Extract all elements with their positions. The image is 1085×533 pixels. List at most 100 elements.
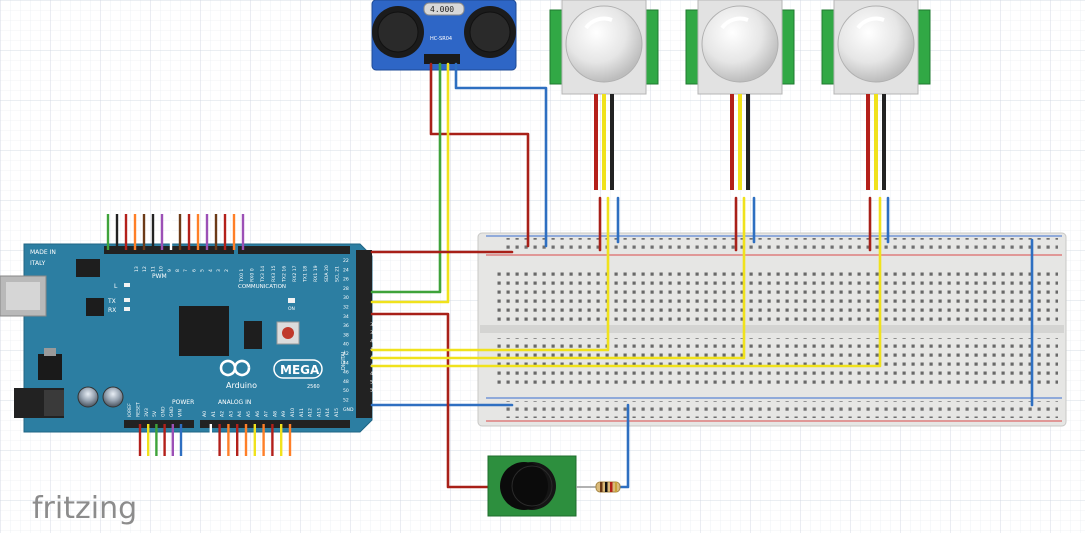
pwm-pin-label-4: 9 [167, 269, 173, 272]
atmega-chip [179, 306, 229, 356]
comm-pin-label-5: RX2 17 [292, 265, 298, 282]
analog-pin-label-10: A10 [290, 408, 296, 417]
l-led [124, 283, 130, 287]
ultrasonic-sensor[interactable]: 4.000 HC-SR04 [371, 0, 517, 71]
icsp-header [244, 321, 262, 349]
side-pin-label-13: 48 [343, 379, 349, 385]
pir-dome-icon [565, 5, 643, 83]
side-pin-label-11: 44 [343, 360, 349, 366]
pwm-pin-label-9: 4 [208, 269, 214, 272]
pir-sensor-1[interactable] [549, 0, 659, 190]
comm-pin-label-4: TX2 16 [281, 266, 287, 283]
analog-pin-label-14: A14 [325, 408, 331, 417]
pir-dome-highlight [856, 16, 885, 30]
pwm-pin-label-1: 12 [142, 266, 148, 272]
comm-pin-label-3: RX3 15 [271, 265, 277, 282]
wire-resistor-gnd[interactable] [616, 403, 630, 489]
digital-side-header [356, 250, 372, 418]
wire-pir3-signal[interactable] [370, 196, 882, 368]
comm-pin-label-9: SCL 21 [334, 266, 340, 282]
power-pin-label-6: VIN [177, 409, 183, 417]
pwm-pin-label-5: 8 [175, 269, 181, 272]
power-label: POWER [172, 399, 194, 406]
side-pin-label-4: 30 [343, 295, 349, 301]
comm-header [238, 246, 350, 254]
side-pin-label-8: 38 [343, 332, 349, 338]
pwm-pin-label-2: 11 [150, 266, 156, 272]
capacitor [77, 386, 99, 408]
digital-label: DIGITAL [341, 350, 347, 370]
pwm-pin-label-11: 2 [224, 269, 230, 272]
wire-buzzer-signal[interactable] [370, 312, 490, 489]
wires [370, 62, 1034, 489]
analog-in-label: ANALOG IN [218, 399, 251, 406]
comm-pin-label-1: RX0 0 [250, 268, 256, 282]
crystal-oscillator [423, 2, 465, 16]
on-label: ON [288, 306, 295, 312]
side-pin-label-7: 36 [343, 323, 349, 329]
power-pin-label-4: GND [161, 406, 167, 417]
mega-badge [273, 359, 323, 379]
resistor[interactable] [595, 481, 621, 493]
header-jumper-wires-top [106, 214, 245, 250]
pwm-pin-label-0: 13 [134, 266, 140, 272]
side-pin-label-6: 34 [343, 314, 349, 320]
pwm-pin-label-7: 6 [191, 269, 197, 272]
pir-dome-icon [837, 5, 915, 83]
buzzer-module[interactable] [487, 455, 596, 517]
analog-pin-label-12: A12 [308, 408, 314, 417]
wire-sensor-echo[interactable] [370, 62, 450, 304]
arduino-mega-board[interactable]: MADE IN ITALY L TX RX PWM COMMUNICATION … [0, 243, 376, 433]
wire-sensor-vcc[interactable] [429, 62, 530, 248]
analog-pin-label-0: A0 [202, 411, 208, 417]
pir-sensor-group [549, 0, 931, 190]
wire-sensor-trig[interactable] [370, 62, 442, 294]
power-pin-label-0: IOREF [127, 403, 133, 417]
pir-sensor-3[interactable] [821, 0, 931, 190]
pwm-pin-label-8: 5 [200, 269, 206, 272]
rx-led [124, 307, 130, 311]
side-pin-label-16: GND [343, 407, 354, 413]
wire-sensor-gnd[interactable] [454, 62, 548, 248]
analog-header [200, 420, 350, 428]
analog-pin-label-7: A7 [264, 411, 270, 417]
comm-pin-label-6: TX1 18 [303, 266, 309, 283]
l-label: L [114, 283, 118, 290]
side-pin-label-5: 32 [343, 305, 349, 311]
mega-model-text: MEGA [280, 363, 320, 377]
tx-label: TX [107, 298, 116, 305]
communication-label: COMMUNICATION [238, 284, 286, 290]
pir-sensor-2[interactable] [685, 0, 795, 190]
analog-pin-label-6: A6 [255, 411, 261, 417]
small-chip [86, 298, 104, 316]
pir-dome-highlight [720, 16, 749, 30]
fritzing-watermark: fritzing [32, 491, 137, 526]
pwm-header [104, 246, 234, 254]
analog-pin-label-5: A5 [246, 411, 252, 417]
italy-label: ITALY [30, 260, 46, 267]
breadboard[interactable] [477, 232, 1067, 427]
wire-pir1-signal[interactable] [370, 196, 610, 352]
analog-pin-label-8: A8 [272, 411, 278, 417]
arduino-brand-text: Arduino [226, 381, 257, 390]
analog-pin-label-9: A9 [281, 411, 287, 417]
analog-pin-label-11: A11 [299, 408, 305, 417]
side-pin-label-0: 22 [343, 258, 349, 264]
mega-model-sub: 2560 [307, 384, 320, 390]
header-jumper-wires-bottom [138, 424, 292, 456]
reset-button[interactable] [282, 327, 294, 339]
side-pin-label-14: 50 [343, 388, 349, 394]
power-header [124, 420, 194, 428]
side-pin-label-10: 42 [343, 351, 349, 357]
wire-pir2-signal[interactable] [370, 196, 746, 360]
side-pin-label-inner-1: 39 [370, 330, 376, 336]
analog-pin-label-1: A1 [211, 411, 217, 417]
made-in-label: MADE IN [30, 249, 56, 256]
side-pin-label-inner-0: 37 [370, 322, 376, 328]
side-pin-label-2: 26 [343, 277, 349, 283]
comm-pin-label-2: TX3 14 [260, 266, 266, 283]
side-pin-label-inner-2: 41 [370, 338, 376, 344]
